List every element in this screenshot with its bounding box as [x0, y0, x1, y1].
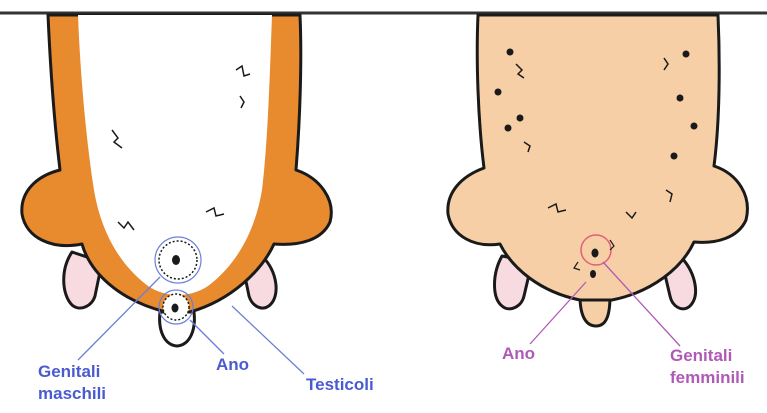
- label-male-anus: Ano: [216, 355, 249, 375]
- female-hamster: [448, 15, 748, 346]
- nipple: [495, 89, 502, 96]
- nipple: [691, 123, 698, 130]
- nipple: [517, 115, 524, 122]
- nipple: [677, 95, 684, 102]
- nipple: [507, 49, 514, 56]
- male-anus-dot: [172, 304, 179, 313]
- nipple: [683, 51, 690, 58]
- label-male-genitals-line2: maschili: [38, 384, 106, 404]
- label-female-genitals-line2: femminili: [670, 368, 745, 388]
- male-genital-dot: [172, 255, 180, 265]
- label-female-genitals-line1: Genitali: [670, 346, 732, 366]
- male-hamster: [22, 15, 331, 374]
- male-anus-pointer: [190, 320, 224, 354]
- nipple: [671, 153, 678, 160]
- label-female-anus: Ano: [502, 344, 535, 364]
- female-genital-dot: [592, 249, 599, 258]
- label-testicles: Testicoli: [306, 375, 374, 395]
- nipple: [505, 125, 512, 132]
- label-male-genitals-line1: Genitali: [38, 362, 100, 382]
- female-anus-dot: [590, 270, 596, 278]
- female-body: [448, 15, 748, 300]
